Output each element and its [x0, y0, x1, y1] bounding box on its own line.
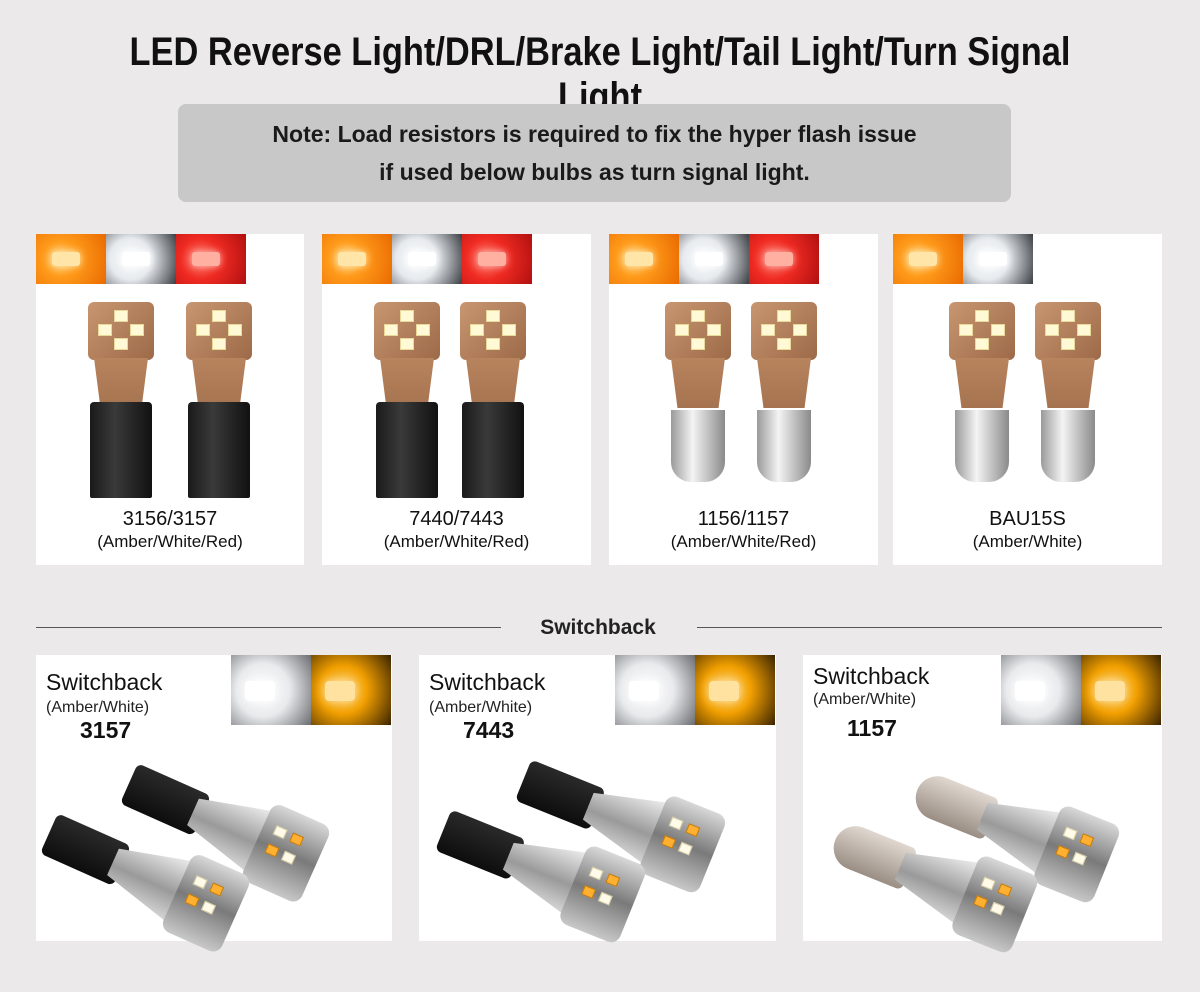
amber-swatch	[893, 234, 963, 284]
bulb-image	[893, 302, 1162, 502]
switchback-model: 1157	[847, 715, 897, 741]
switchback-swatches	[1001, 655, 1161, 725]
page-title: LED Reverse Light/DRL/Brake Light/Tail L…	[129, 30, 1071, 119]
switchback-model: 3157	[80, 717, 132, 743]
white-swatch	[392, 234, 462, 284]
product-card-1156: 1156/1157 (Amber/White/Red)	[609, 234, 878, 565]
red-swatch	[749, 234, 819, 284]
white-swatch	[963, 234, 1033, 284]
white-swatch	[615, 655, 695, 725]
switchback-swatches	[615, 655, 775, 725]
model-name: 7440/7443	[409, 508, 504, 530]
switchback-colors: (Amber/White)	[813, 691, 917, 708]
note-line-2: if used below bulbs as turn signal light…	[379, 159, 810, 185]
bulb-image	[609, 302, 878, 502]
amber-swatch	[1081, 655, 1161, 725]
section-label: Switchback	[540, 616, 656, 639]
product-card-bau15s: BAU15S (Amber/White)	[893, 234, 1162, 565]
bulb	[665, 302, 731, 498]
note-box: Note: Load resistors is required to fix …	[178, 104, 1011, 202]
bulb	[460, 302, 526, 498]
bulb-image	[36, 302, 304, 502]
note-line-1: Note: Load resistors is required to fix …	[272, 121, 917, 147]
section-divider-right	[697, 627, 1162, 628]
bulb	[88, 302, 154, 498]
model-name: BAU15S	[989, 508, 1066, 530]
model-colors: (Amber/White/Red)	[383, 532, 530, 551]
section-divider-left	[36, 627, 501, 628]
bulb	[1035, 302, 1101, 498]
product-card-3156: 3156/3157 (Amber/White/Red)	[36, 234, 304, 565]
red-swatch	[176, 234, 246, 284]
switchback-colors: (Amber/White)	[46, 699, 150, 716]
red-swatch	[462, 234, 532, 284]
amber-swatch	[609, 234, 679, 284]
amber-swatch	[322, 234, 392, 284]
model-name: 3156/3157	[122, 508, 218, 530]
color-swatches	[609, 234, 819, 284]
color-swatches	[322, 234, 532, 284]
switchback-card-1157: Switchback (Amber/White) 1157	[803, 655, 1162, 956]
bulb	[751, 302, 817, 498]
white-swatch	[679, 234, 749, 284]
model-colors: (Amber/White)	[972, 532, 1083, 551]
switchback-title: Switchback	[429, 669, 546, 695]
switchback-title: Switchback	[46, 669, 163, 695]
switchback-card-3157: Switchback (Amber/White) 3157	[36, 655, 392, 955]
amber-swatch	[36, 234, 106, 284]
bulb	[374, 302, 440, 498]
bulb-image	[322, 302, 591, 502]
color-swatches	[36, 234, 246, 284]
switchback-title: Switchback	[813, 663, 930, 689]
white-swatch	[106, 234, 176, 284]
amber-swatch	[695, 655, 775, 725]
model-colors: (Amber/White/Red)	[670, 532, 817, 551]
switchback-model: 7443	[463, 717, 515, 743]
model-colors: (Amber/White/Red)	[97, 532, 243, 551]
amber-swatch	[311, 655, 391, 725]
white-swatch	[1001, 655, 1081, 725]
bulb	[949, 302, 1015, 498]
white-swatch	[231, 655, 311, 725]
switchback-card-7443: Switchback (Amber/White) 7443	[419, 655, 776, 946]
color-swatches	[893, 234, 1033, 284]
product-card-7440: 7440/7443 (Amber/White/Red)	[322, 234, 591, 565]
switchback-colors: (Amber/White)	[429, 699, 533, 716]
bulb	[186, 302, 252, 498]
switchback-swatches	[231, 655, 391, 725]
model-name: 1156/1157	[697, 508, 790, 530]
